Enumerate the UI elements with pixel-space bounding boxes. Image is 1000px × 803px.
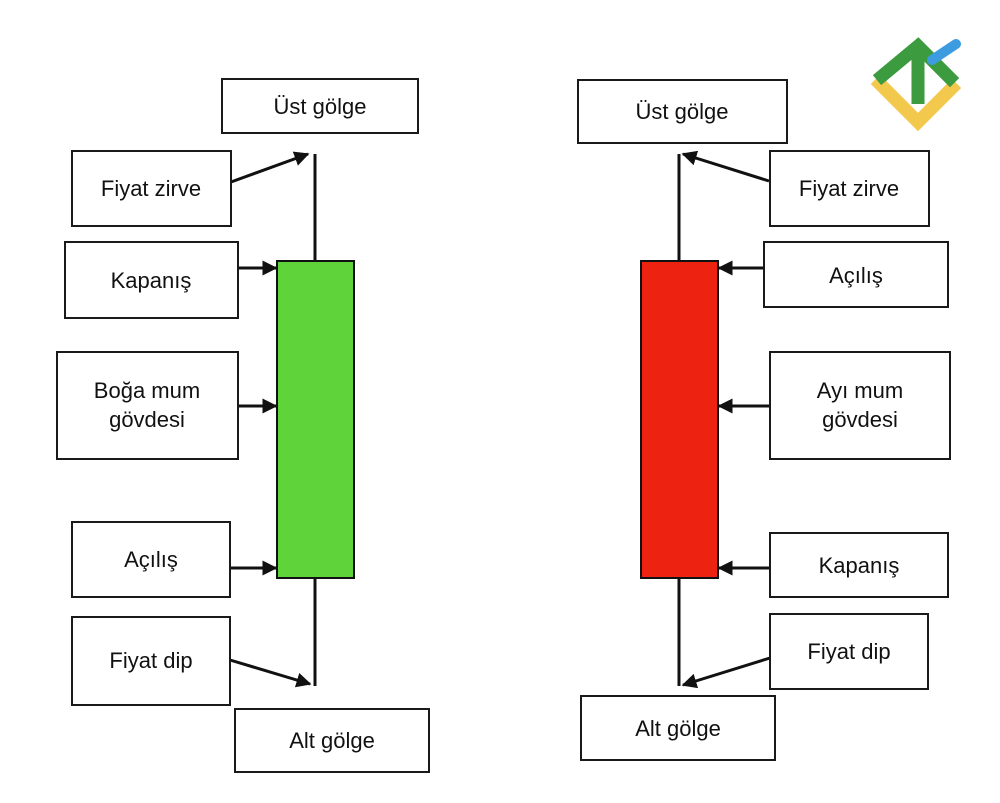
bull-low-box: Fiyat dip	[71, 616, 231, 706]
bear-lower-shadow-box: Alt gölge	[580, 695, 776, 761]
bull-high-label: Fiyat zirve	[101, 176, 201, 201]
bull-lower-shadow-label: Alt gölge	[289, 728, 375, 753]
bear-upper-shadow-box: Üst gölge	[577, 79, 788, 144]
arrow-bull-high	[230, 151, 310, 184]
bear-candle-body	[640, 260, 719, 579]
bear-high-label: Fiyat zirve	[799, 176, 899, 201]
bear-open-label: Açılış	[829, 263, 883, 288]
bear-close-label: Kapanış	[819, 553, 900, 578]
bull-close-box: Kapanış	[64, 241, 239, 319]
bear-body-box: Ayı mum gövdesi	[769, 351, 951, 460]
bull-upper-shadow-box: Üst gölge	[221, 78, 419, 134]
bear-low-box: Fiyat dip	[769, 613, 929, 690]
bear-body-label-line1: Ayı mum	[817, 378, 903, 403]
bear-high-box: Fiyat zirve	[769, 150, 930, 227]
bear-upper-shadow-label: Üst gölge	[636, 99, 729, 124]
bear-low-label: Fiyat dip	[807, 639, 890, 664]
bull-body-label-line1: Boğa mum	[94, 378, 200, 403]
bear-close-box: Kapanış	[769, 532, 949, 598]
bull-open-label: Açılış	[124, 547, 178, 572]
arrow-bull-low	[229, 658, 312, 688]
bear-lower-shadow-label: Alt gölge	[635, 716, 721, 741]
bear-open-box: Açılış	[763, 241, 949, 308]
bull-body-box: Boğa mum gövdesi	[56, 351, 239, 460]
bull-high-box: Fiyat zirve	[71, 150, 232, 227]
bull-low-label: Fiyat dip	[109, 648, 192, 673]
bullish-candle	[276, 154, 355, 686]
bearish-candle	[640, 154, 719, 686]
bull-close-label: Kapanış	[111, 268, 192, 293]
arrow-bear-high	[681, 150, 770, 183]
bull-open-box: Açılış	[71, 521, 231, 598]
bull-body-label-line2: gövdesi	[109, 407, 185, 432]
bull-candle-body	[276, 260, 355, 579]
arrow-bear-low	[681, 656, 771, 689]
bull-lower-shadow-box: Alt gölge	[234, 708, 430, 773]
broker-logo-icon	[870, 37, 962, 132]
bear-body-label-line2: gövdesi	[822, 407, 898, 432]
bull-upper-shadow-label: Üst gölge	[274, 94, 367, 119]
